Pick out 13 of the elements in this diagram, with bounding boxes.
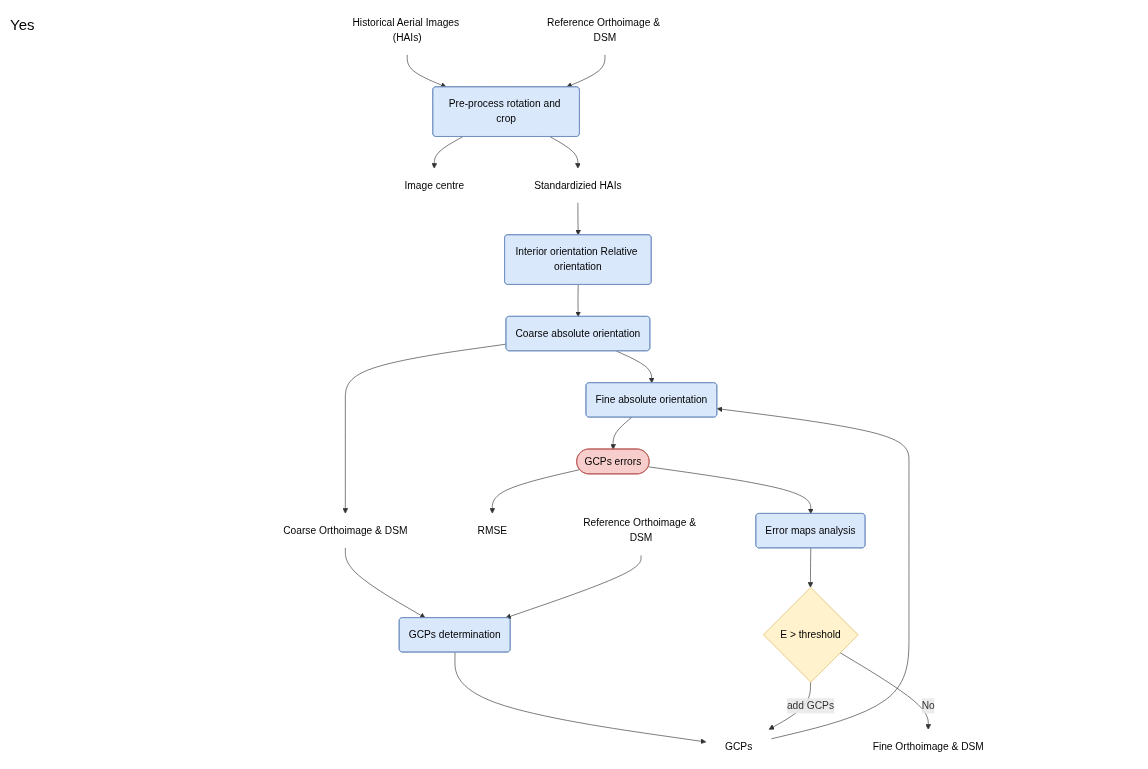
edge-label: add GCPs xyxy=(787,700,835,711)
node-text: Reference Orthoimage & DSM xyxy=(547,16,661,43)
note-label: Yes xyxy=(10,16,36,33)
node-text: Reference Orthoimage & DSM xyxy=(583,517,697,544)
node-text: GCPs xyxy=(725,740,753,752)
node-text: Image centre xyxy=(404,179,465,191)
node-text: Historical Aerial Images (HAIs) xyxy=(352,16,460,43)
node-text: Coarse Orthoimage & DSM xyxy=(283,524,408,536)
edge-label: No xyxy=(922,700,936,711)
node-text: RMSE xyxy=(478,524,508,536)
node-text: Standardizied HAIs xyxy=(534,179,623,191)
node-text: Fine Orthoimage & DSM xyxy=(873,740,985,752)
node-diamond: E > threshold xyxy=(763,587,859,683)
